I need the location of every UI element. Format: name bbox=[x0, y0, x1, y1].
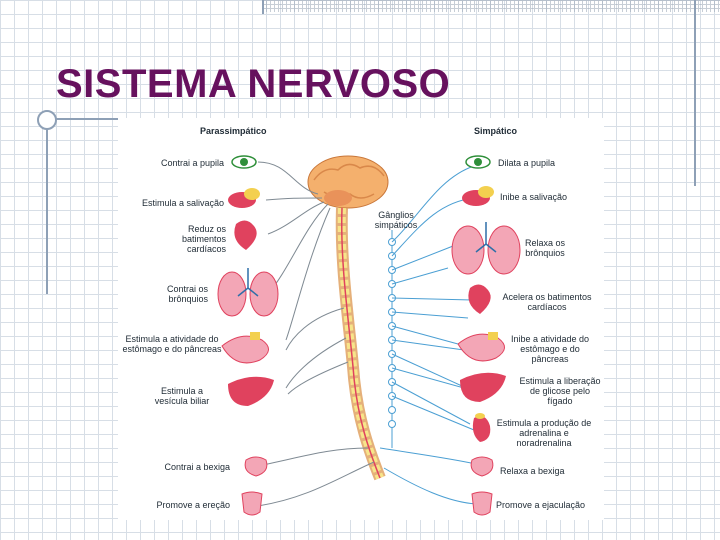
diagram-graphics bbox=[217, 155, 521, 516]
left-label-reduz-batimentos: Reduz os batimentos cardíacos bbox=[181, 224, 226, 254]
right-genital-icon bbox=[471, 491, 493, 516]
right-liver-icon bbox=[460, 372, 506, 402]
left-bladder-icon bbox=[244, 456, 268, 477]
right-eye-icon bbox=[465, 155, 491, 169]
right-label-inibe-salivacao: Inibe a salivação bbox=[500, 192, 568, 202]
decorative-left-top-line bbox=[262, 0, 264, 14]
decorative-circle bbox=[37, 110, 57, 130]
decorative-right-line bbox=[694, 0, 696, 186]
left-heart-icon bbox=[234, 220, 257, 250]
right-label-relaxa-bexiga: Relaxa a bexiga bbox=[500, 466, 565, 476]
right-stomach-icon bbox=[457, 332, 505, 362]
top-pattern-band bbox=[262, 0, 720, 12]
left-salivary-gland-icon bbox=[228, 188, 260, 208]
left-label-vesicula-biliar: Estimula a vesícula biliar bbox=[154, 386, 210, 406]
nervous-system-diagram: Parassimpático Simpático Gânglios simpát… bbox=[118, 118, 604, 520]
left-stomach-icon bbox=[221, 332, 269, 364]
brain-icon bbox=[307, 155, 389, 209]
sympathetic-ganglia-chain bbox=[388, 230, 396, 448]
left-genital-icon bbox=[241, 491, 263, 516]
right-label-dilata-pupila: Dilata a pupila bbox=[498, 158, 556, 168]
left-label-contrai-pupila: Contrai a pupila bbox=[160, 158, 224, 168]
left-label-estimula-salivacao: Estimula a salivação bbox=[141, 198, 224, 208]
decorative-vertical-line bbox=[46, 118, 48, 294]
right-label-inibe-estomago: Inibe a atividade do estômago e do pâncr… bbox=[510, 334, 590, 364]
right-adrenal-kidney-icon bbox=[472, 413, 491, 442]
right-lungs-icon bbox=[451, 222, 521, 275]
parasympathetic-header: Parassimpático bbox=[200, 126, 267, 136]
left-label-contrai-bexiga: Contrai a bexiga bbox=[164, 462, 230, 472]
left-liver-icon bbox=[228, 376, 274, 406]
left-label-estomago-pancreas: Estimula a atividade do estômago e do pâ… bbox=[122, 334, 222, 354]
right-label-ejaculacao: Promove a ejaculação bbox=[496, 500, 586, 510]
right-label-liberacao-glicose: Estimula a liberação de glicose pelo fíg… bbox=[519, 376, 601, 406]
right-label-acelera-batimentos: Acelera os batimentos cardíacos bbox=[502, 292, 592, 312]
parasympathetic-nerves bbox=[257, 161, 375, 507]
right-heart-icon bbox=[468, 284, 491, 314]
left-label-promove-erecao: Promove a ereção bbox=[156, 500, 230, 510]
right-salivary-gland-icon bbox=[462, 186, 494, 206]
ganglia-label: Gânglios simpáticos bbox=[374, 210, 418, 230]
left-lungs-icon bbox=[217, 268, 279, 317]
right-bladder-icon bbox=[470, 456, 494, 477]
page-title: SISTEMA NERVOSO bbox=[56, 62, 451, 106]
right-label-adrenalina: Estimula a produção de adrenalina e nora… bbox=[496, 418, 592, 448]
sympathetic-header: Simpático bbox=[474, 126, 518, 136]
left-label-contrai-bronquios: Contrai os brônquios bbox=[166, 284, 208, 304]
spinal-column bbox=[335, 207, 386, 481]
left-eye-icon bbox=[231, 155, 257, 169]
right-label-relaxa-bronquios: Relaxa os brônquios bbox=[524, 238, 566, 258]
